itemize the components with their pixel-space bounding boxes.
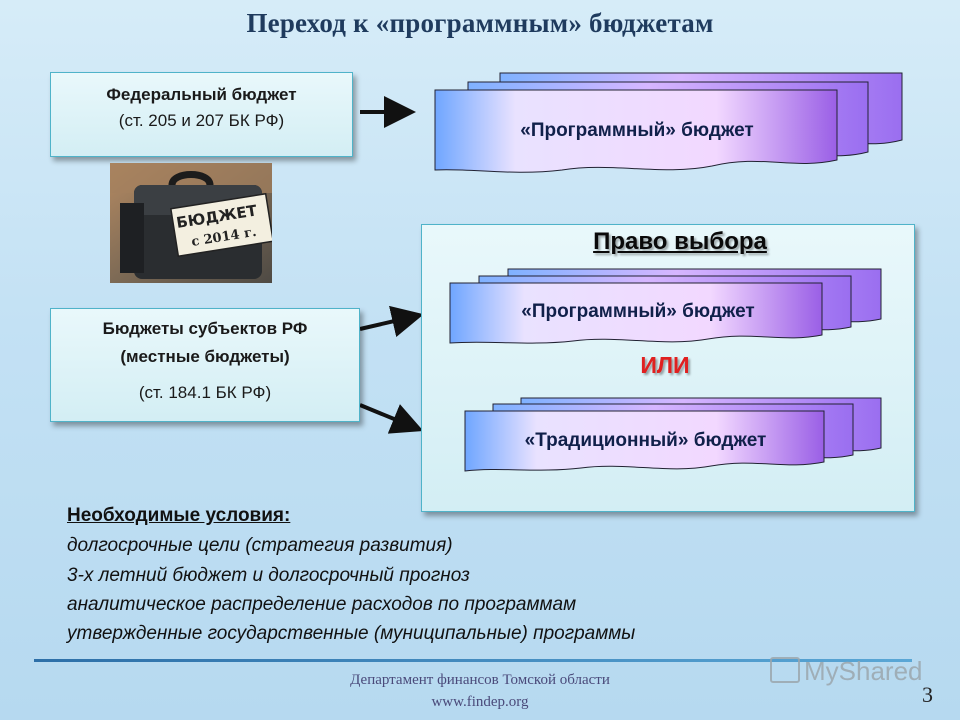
regional-budgets-ref: (ст. 184.1 БК РФ) <box>138 383 272 402</box>
footer-url[interactable]: www.findep.org <box>431 694 529 710</box>
condition-item: долгосрочные цели (стратегия развития) <box>67 535 453 556</box>
condition-item: 3-х летний бюджет и долгосрочный прогноз <box>67 565 470 586</box>
footer-divider <box>34 659 912 662</box>
federal-program-budget-label: «Программный» бюджет <box>520 120 754 141</box>
federal-budget-title: Федеральный бюджет <box>106 85 297 104</box>
regional-budgets-box: Бюджеты субъектов РФ (местные бюджеты) (… <box>50 308 360 422</box>
condition-item: аналитическое распределение расходов по … <box>67 594 577 615</box>
budget-briefcase-image: БЮДЖЕТ с 2014 г. <box>110 163 275 283</box>
arrow-subjects-up <box>359 305 424 338</box>
or-label: ИЛИ <box>640 352 690 378</box>
federal-program-stack-shape <box>434 72 903 173</box>
footer-org: Департамент финансов Томской области <box>350 672 610 688</box>
choice-traditional-budget-label: «Традиционный» бюджет <box>524 430 767 451</box>
federal-program-budget-stack: «Программный» бюджет <box>432 70 907 180</box>
choice-program-stack-shape <box>449 268 882 344</box>
watermark-icon <box>770 657 800 683</box>
page-number: 3 <box>922 682 933 707</box>
choice-traditional-stack-shape <box>464 397 882 472</box>
conditions-heading: Необходимые условия: <box>67 505 291 526</box>
choice-program-budget-label: «Программный» бюджет <box>521 301 755 322</box>
briefcase-illustration: БЮДЖЕТ с 2014 г. <box>110 163 275 283</box>
regional-budgets-subtitle: (местные бюджеты) <box>120 347 290 366</box>
regional-budgets-title: Бюджеты субъектов РФ <box>102 319 308 338</box>
federal-budget-ref: (ст. 205 и 207 БК РФ) <box>118 111 285 130</box>
federal-budget-box: Федеральный бюджет (ст. 205 и 207 БК РФ) <box>50 72 353 157</box>
watermark-logo: MyShared <box>770 656 923 687</box>
watermark-text: MyShared <box>804 656 923 686</box>
arrow-subjects-down <box>359 403 424 434</box>
choice-traditional-budget-stack: «Традиционный» бюджет <box>463 396 888 478</box>
condition-item: утвержденные государственные (муниципаль… <box>67 623 636 644</box>
slide-title: Переход к «программным» бюджетам <box>246 8 714 38</box>
choice-program-budget-stack: «Программный» бюджет <box>448 267 888 349</box>
right-of-choice-title: Право выбора <box>593 228 767 255</box>
